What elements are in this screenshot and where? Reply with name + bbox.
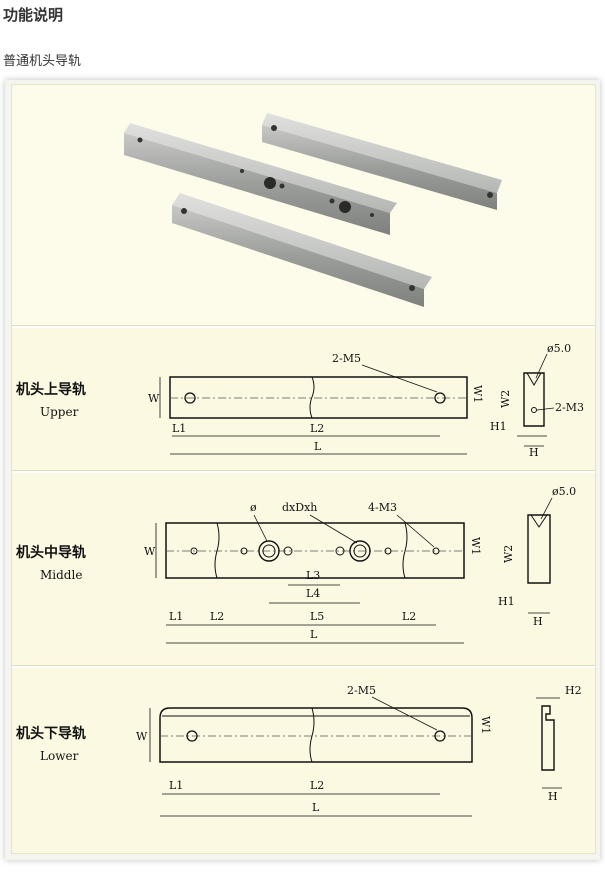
middle-hole — [190, 547, 198, 555]
middle-side-w2: W2 — [502, 545, 515, 563]
upper-hole-right — [434, 392, 446, 404]
middle-l-label: L — [310, 628, 318, 641]
middle-side-phi: ø5.0 — [552, 485, 576, 498]
upper-name-en: Upper — [40, 405, 79, 419]
middle-l5-label: L5 — [310, 610, 324, 623]
middle-hole — [432, 547, 440, 555]
upper-side-w2: W2 — [499, 390, 512, 408]
lower-l-label: L — [312, 801, 320, 814]
middle-rail-outline — [165, 522, 465, 579]
upper-side-m3: 2-M3 — [555, 401, 584, 414]
upper-rail-outline — [169, 376, 468, 419]
divider — [12, 325, 595, 328]
rail-front — [172, 193, 432, 307]
middle-side-profile — [527, 514, 551, 584]
rail-middle — [124, 123, 397, 235]
upper-rail-drawing: 机头上导轨 Upper 2-M5 W W1 L1 L2 L ø5.0 — [16, 342, 584, 459]
middle-name-en: Middle — [40, 568, 82, 582]
middle-w1-label: W1 — [469, 537, 482, 555]
middle-l2-label: L2 — [210, 610, 224, 623]
product-figure-panel: 机头上导轨 Upper 2-M5 W W1 L1 L2 L ø5.0 — [5, 80, 600, 860]
upper-side-phi: ø5.0 — [547, 342, 571, 355]
middle-rail-drawing: 机头中导轨 Middle ø dxDxh 4-M3 W W1 — [16, 485, 576, 644]
middle-l2b-label: L2 — [402, 610, 416, 623]
middle-phi-label: ø — [250, 501, 257, 514]
middle-side-h: H — [533, 615, 543, 628]
middle-side-h1: H1 — [498, 595, 515, 608]
middle-dxdxh-label: dxDxh — [282, 501, 317, 514]
lower-l1-label: L1 — [169, 779, 183, 792]
upper-side-profile — [523, 372, 545, 427]
middle-l4-label: L4 — [306, 587, 320, 600]
divider — [12, 470, 595, 473]
lower-rail-outline — [159, 707, 473, 763]
product-photo — [12, 85, 595, 325]
product-figure-frame: 机头上导轨 Upper 2-M5 W W1 L1 L2 L ø5.0 — [11, 84, 596, 854]
lower-name-en: Lower — [40, 749, 79, 763]
middle-bearing — [258, 540, 280, 562]
rail-back — [262, 113, 502, 210]
divider — [12, 665, 595, 668]
upper-holes-label: 2-M5 — [332, 352, 361, 365]
lower-w1-label: W1 — [479, 716, 492, 734]
lower-l2-label: L2 — [310, 779, 324, 792]
middle-holes-label: 4-M3 — [368, 501, 397, 514]
upper-name-cn: 机头上导轨 — [16, 381, 86, 398]
lower-rail-drawing: 机头下导轨 Lower 2-M5 W W1 L1 L2 L H2 H — [16, 684, 582, 817]
lower-hole-right — [434, 730, 446, 742]
middle-bearing — [349, 540, 371, 562]
upper-side-h: H — [529, 446, 539, 459]
upper-l1-label: L1 — [172, 422, 186, 435]
lower-side-profile — [541, 705, 555, 771]
middle-w-label: W — [144, 545, 156, 558]
section-title: 功能说明 — [3, 6, 64, 24]
lower-side-h: H — [548, 790, 558, 803]
upper-hole-left — [184, 392, 196, 404]
upper-w-label: W — [148, 392, 160, 405]
middle-name-cn: 机头中导轨 — [16, 544, 86, 561]
middle-hole — [384, 547, 392, 555]
upper-side-h1: H1 — [490, 420, 507, 433]
middle-l1-label: L1 — [169, 610, 183, 623]
lower-name-cn: 机头下导轨 — [16, 725, 86, 742]
lower-holes-label: 2-M5 — [347, 684, 376, 697]
guide-rails-photo — [124, 113, 502, 307]
upper-l2-label: L2 — [310, 422, 324, 435]
lower-hole-left — [186, 730, 198, 742]
middle-hole — [240, 547, 248, 555]
middle-l3-label: L3 — [306, 569, 320, 582]
upper-l-label: L — [314, 440, 322, 453]
lower-w-label: W — [136, 730, 148, 743]
lower-side-h2: H2 — [565, 684, 582, 697]
upper-w1-label: W1 — [471, 385, 484, 403]
product-subtitle: 普通机头导轨 — [3, 54, 82, 69]
